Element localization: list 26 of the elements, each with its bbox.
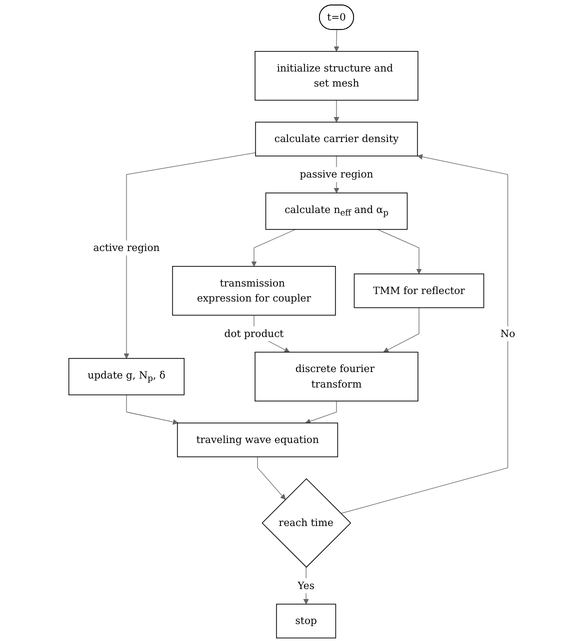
edge-label: No	[500, 327, 516, 340]
edge-label: active region	[93, 242, 160, 254]
arrow	[303, 566, 309, 604]
node-box: discrete fourier transform	[254, 352, 418, 402]
node-box: TMM for reflector	[354, 274, 484, 308]
node-box: traveling wave equation	[177, 422, 338, 458]
edge-label: Yes	[298, 579, 315, 592]
arrow	[257, 456, 286, 500]
node-box: initialize structure and set mesh	[254, 51, 418, 101]
node-box: update g, N$_{p}$, δ	[68, 358, 185, 396]
arrow	[251, 229, 296, 267]
arrow	[334, 100, 340, 122]
arrow	[305, 400, 337, 424]
arrow	[377, 229, 422, 274]
node-box: calculate carrier density	[255, 122, 418, 156]
node-diamond: reach time	[262, 478, 352, 568]
node-box: calculate n$_{eff}$ and α$_{p}$	[265, 192, 408, 230]
arrow	[124, 152, 256, 359]
node-box: stop	[276, 604, 336, 638]
arrow	[334, 29, 340, 52]
edge-label: passive region	[300, 168, 374, 180]
node-box: transmission expression for coupler	[172, 266, 336, 316]
arrow	[126, 394, 178, 425]
edge-label: dot product	[224, 327, 284, 340]
arrow	[340, 154, 508, 514]
arrow	[383, 307, 420, 352]
